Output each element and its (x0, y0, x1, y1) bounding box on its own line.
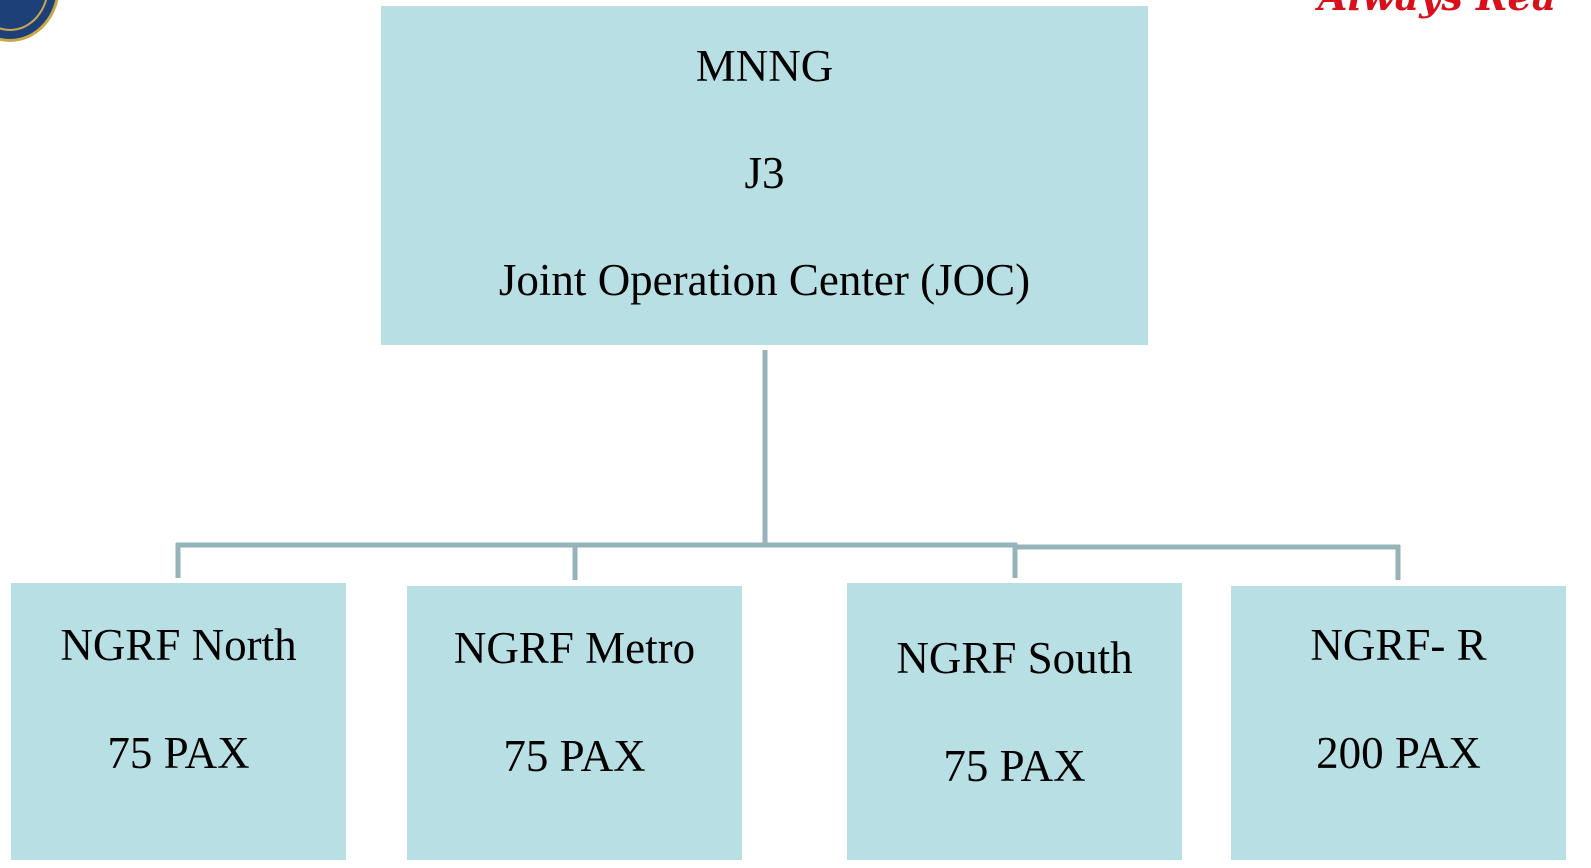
root-org-label: MNNG (695, 41, 834, 91)
root-section-label: J3 (744, 148, 785, 198)
root-center-label: Joint Operation Center (JOC) (498, 255, 1031, 305)
node-capacity: 75 PAX (107, 728, 250, 778)
node-capacity: 75 PAX (503, 731, 646, 781)
node-capacity: 75 PAX (943, 741, 1086, 791)
slogan-text: Always Rea (1318, 0, 1556, 16)
node-ngrf-south: NGRF South 75 PAX (847, 583, 1182, 860)
node-name: NGRF Metro (453, 623, 696, 673)
node-ngrf-north: NGRF North 75 PAX (11, 583, 346, 860)
node-name: NGRF North (60, 620, 297, 670)
node-name: NGRF- R (1310, 620, 1487, 670)
node-name: NGRF South (896, 633, 1133, 683)
node-capacity: 200 PAX (1316, 728, 1481, 778)
root-node-joc: MNNG J3 Joint Operation Center (JOC) (381, 6, 1148, 345)
node-ngrf-metro: NGRF Metro 75 PAX (407, 586, 742, 860)
node-ngrf-r: NGRF- R 200 PAX (1231, 586, 1566, 860)
